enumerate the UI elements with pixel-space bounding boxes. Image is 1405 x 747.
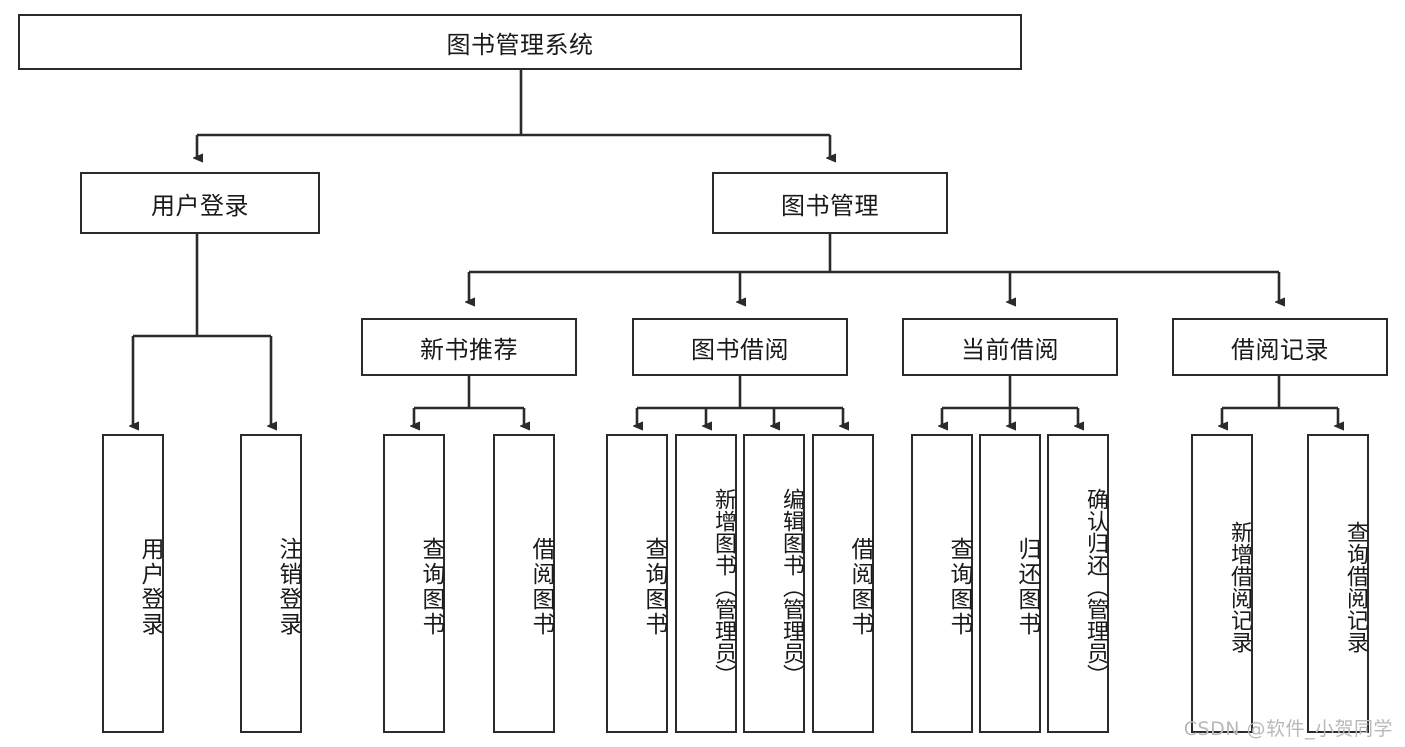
leaf-book-borrow-query-book[interactable]: 查询图书	[606, 434, 668, 733]
leaf-user-login-login[interactable]: 用户登录	[102, 434, 164, 733]
node-book-borrow[interactable]: 图书借阅	[632, 318, 848, 376]
node-label: 查询图书	[641, 536, 667, 637]
node-borrow-record[interactable]: 借阅记录	[1172, 318, 1388, 376]
node-user-login[interactable]: 用户登录	[80, 172, 320, 234]
node-label: 确认归还（管理员）	[1083, 487, 1108, 686]
leaf-new-book-borrow-book[interactable]: 借阅图书	[493, 434, 555, 733]
node-label: 新增借阅记录	[1227, 520, 1252, 653]
node-label: 用户登录	[151, 191, 249, 220]
node-root-book-management-system[interactable]: 图书管理系统	[18, 14, 1022, 70]
node-label: 图书管理系统	[446, 30, 594, 59]
node-label: 图书借阅	[691, 335, 789, 364]
node-label: 查询图书	[418, 536, 444, 637]
node-label: 编辑图书（管理员）	[779, 487, 804, 686]
leaf-current-borrow-query-book[interactable]: 查询图书	[911, 434, 973, 733]
node-label: 注销登录	[275, 536, 301, 637]
node-label: 借阅图书	[847, 536, 873, 637]
node-label: 查询借阅记录	[1343, 520, 1368, 653]
node-label: 当前借阅	[961, 335, 1059, 364]
node-label: 图书管理	[781, 191, 879, 220]
leaf-book-borrow-edit-book-admin[interactable]: 编辑图书（管理员）	[743, 434, 805, 733]
node-current-borrow[interactable]: 当前借阅	[902, 318, 1118, 376]
node-book-management[interactable]: 图书管理	[712, 172, 948, 234]
leaf-new-book-query-book[interactable]: 查询图书	[383, 434, 445, 733]
node-label: 借阅记录	[1231, 335, 1329, 364]
node-label: 新增图书（管理员）	[711, 487, 736, 686]
leaf-user-login-logout[interactable]: 注销登录	[240, 434, 302, 733]
leaf-current-borrow-confirm-return-admin[interactable]: 确认归还（管理员）	[1047, 434, 1109, 733]
leaf-borrow-record-add-record[interactable]: 新增借阅记录	[1191, 434, 1253, 733]
node-label: 新书推荐	[420, 335, 518, 364]
node-new-book-recommend[interactable]: 新书推荐	[361, 318, 577, 376]
leaf-book-borrow-add-book-admin[interactable]: 新增图书（管理员）	[675, 434, 737, 733]
leaf-book-borrow-borrow-book[interactable]: 借阅图书	[812, 434, 874, 733]
node-label: 查询图书	[946, 536, 972, 637]
node-label: 用户登录	[137, 536, 163, 637]
leaf-current-borrow-return-book[interactable]: 归还图书	[979, 434, 1041, 733]
leaf-borrow-record-query-record[interactable]: 查询借阅记录	[1307, 434, 1369, 733]
node-label: 借阅图书	[528, 536, 554, 637]
node-label: 归还图书	[1014, 536, 1040, 637]
